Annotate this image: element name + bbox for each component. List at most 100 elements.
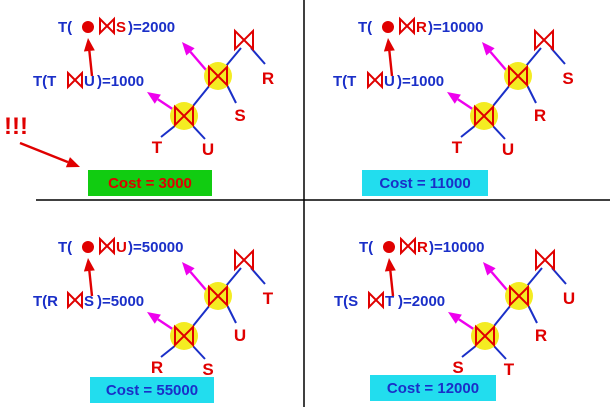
inner-join-cost-label: T(R S)=5000 [33,290,144,310]
inner-label-prefix: T(S [334,293,358,310]
leaf-relation: S [452,358,463,377]
inner-label-prefix: T(R [33,293,58,310]
inner-label-relation: U [384,73,395,90]
join-icon [67,290,83,310]
root-join-node [208,284,228,308]
cost-box: Cost = 11000 [362,170,488,196]
outer-join-cost-label: T( R)=10000 [358,16,483,36]
leaf-relation: T [504,360,515,379]
cost-box-background [370,375,496,401]
outer-label-value: )=50000 [128,239,183,256]
best-plan-marker: !!! [4,113,80,168]
cost-value: Cost = 12000 [387,380,479,397]
outer-label-prefix: T( [58,19,72,36]
leaf-relation: T [263,289,274,308]
inner-label-prefix: T(T [33,73,56,90]
outer-label-relation: R [417,239,428,256]
outer-join-arrow [182,42,207,71]
leaf-relation: R [262,69,274,88]
cost-value: Cost = 55000 [106,382,198,399]
intermediate-result-dot [382,21,394,33]
inner-label-relation: T [385,293,394,310]
leaf-relation: R [535,326,547,345]
leaf-relation: U [563,289,575,308]
join-icon [67,70,83,90]
inner-join-arrow [147,92,175,111]
result-pointer-arrow [383,38,395,77]
join-icon [400,236,416,256]
leaf-relation: U [234,326,246,345]
best-plan-arrow [19,141,80,168]
result-pointer-arrow [384,258,396,297]
inner-join-cost-label: T(S T )=2000 [334,290,445,310]
cost-box-background [90,377,214,403]
inner-label-value: )=5000 [97,293,144,310]
top-join-node [234,248,254,272]
inner-label-value: )=1000 [97,73,144,90]
outer-label-prefix: T( [58,239,72,256]
outer-join-cost-label: T( S)=2000 [58,16,175,36]
cost-box-background [362,170,488,196]
inner-label-value: )=2000 [398,293,445,310]
inner-join-arrow [448,312,476,331]
cost-box: Cost = 55000 [90,377,214,403]
inner-label-value: )=1000 [397,73,444,90]
cost-box: Cost = 3000 [88,170,212,196]
cost-value: Cost = 11000 [379,175,470,192]
inner-join-node [475,324,495,348]
inner-label-relation: U [84,73,95,90]
top-join-node [234,28,254,52]
outer-join-arrow [483,262,508,291]
intermediate-result-dot [82,241,94,253]
quadrant-dividers [36,0,610,407]
cost-box-background [88,170,212,196]
join-icon [368,290,384,310]
outer-label-value: )=10000 [428,19,483,36]
cost-box: Cost = 12000 [370,375,496,401]
leaf-relation: S [562,69,573,88]
inner-join-node [474,104,494,128]
leaf-relation: S [202,360,213,379]
leaf-relation: T [452,138,463,157]
top-join-node [534,28,554,52]
leaf-relation: U [202,140,214,159]
outer-label-value: )=10000 [429,239,484,256]
intermediate-result-dot [82,21,94,33]
cost-value: Cost = 3000 [108,175,192,192]
result-pointer-arrow [83,38,95,77]
root-join-node [509,284,529,308]
intermediate-result-dot [383,241,395,253]
outer-join-arrow [182,262,207,291]
outer-label-prefix: T( [358,19,372,36]
leaf-relation: T [152,138,163,157]
leaf-relation: R [151,358,163,377]
join-icon [99,236,115,256]
join-icon [99,16,115,36]
inner-join-cost-label: T(T U)=1000 [33,70,144,90]
leaf-relation: S [234,106,245,125]
inner-join-node [174,104,194,128]
inner-join-cost-label: T(T U)=1000 [333,70,444,90]
inner-join-arrow [447,92,475,111]
outer-label-relation: S [116,19,126,36]
inner-label-relation: S [84,293,94,310]
join-icon [399,16,415,36]
leaf-relation: U [502,140,514,159]
outer-label-relation: R [416,19,427,36]
inner-label-prefix: T(T [333,73,356,90]
join-icon [367,70,383,90]
exclamation-marks: !!! [4,113,28,140]
result-pointer-arrow [83,258,95,297]
outer-join-cost-label: T( U)=50000 [58,236,183,256]
root-join-node [508,64,528,88]
outer-join-arrow [482,42,507,71]
tree-edges [460,47,566,140]
outer-label-prefix: T( [359,239,373,256]
inner-join-arrow [147,312,175,331]
